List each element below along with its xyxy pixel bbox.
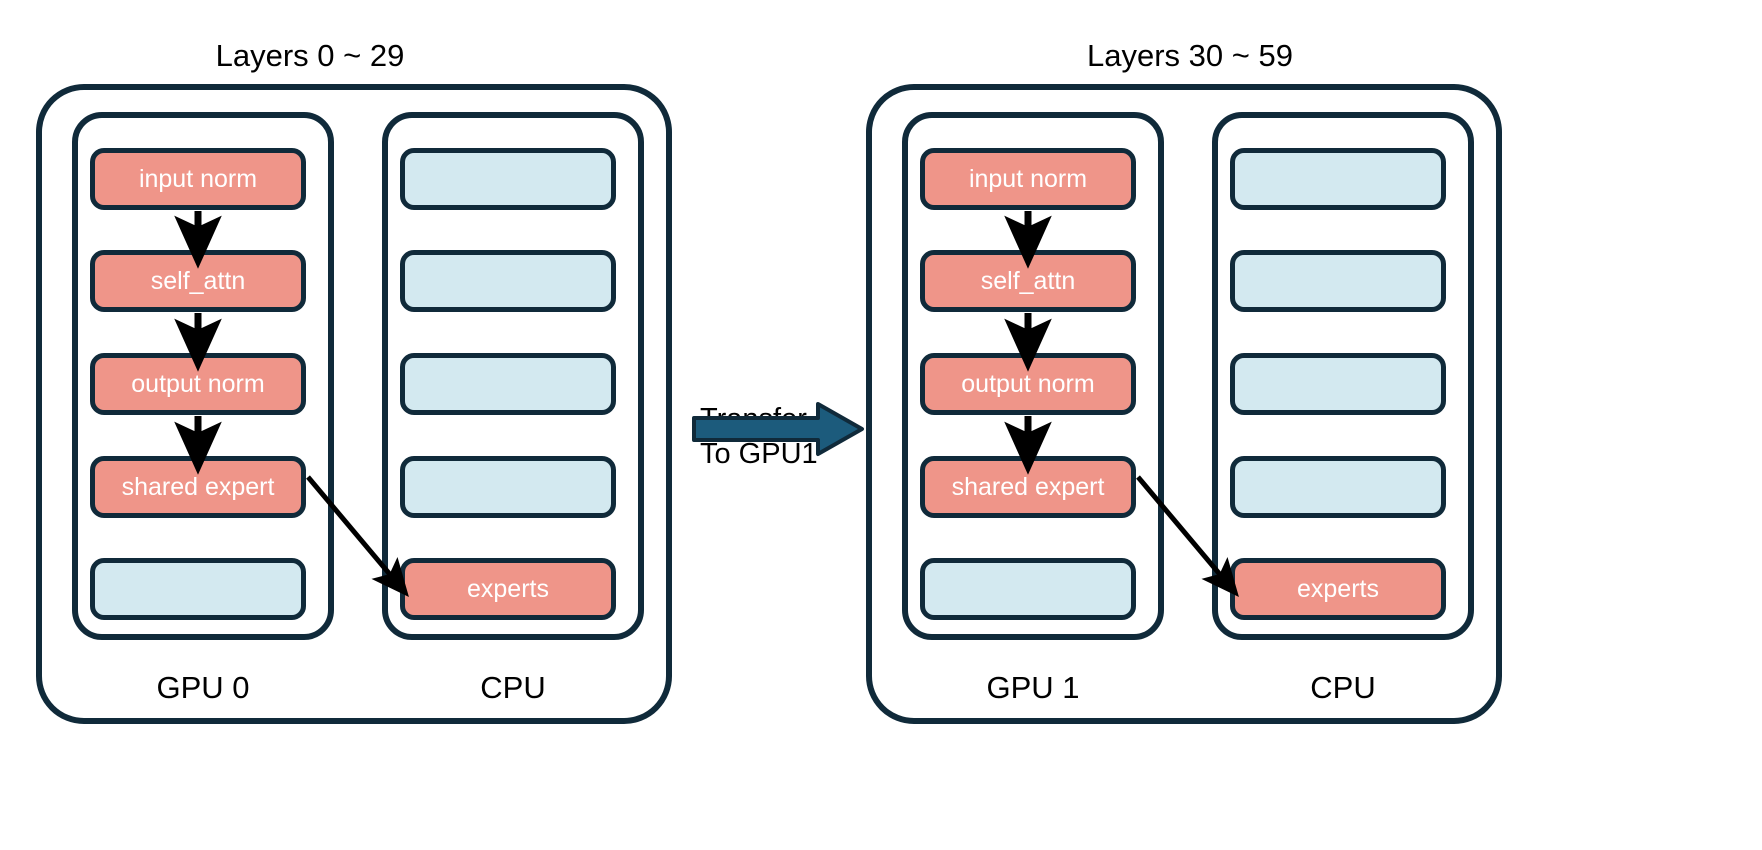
block-input-norm-gpu1[interactable]: input norm bbox=[920, 148, 1136, 210]
transfer-arrow-caption: Transfer To GPU1 bbox=[700, 403, 818, 471]
block-idle-cpu1-2[interactable] bbox=[1230, 250, 1446, 312]
block-idle-gpu1-5[interactable] bbox=[920, 558, 1136, 620]
block-shared-expert-gpu0[interactable]: shared expert bbox=[90, 456, 306, 518]
block-idle-cpu1-3[interactable] bbox=[1230, 353, 1446, 415]
block-idle-cpu0-2[interactable] bbox=[400, 250, 616, 312]
block-input-norm-gpu0[interactable]: input norm bbox=[90, 148, 306, 210]
block-experts-cpu0[interactable]: experts bbox=[400, 558, 616, 620]
block-shared-expert-gpu1[interactable]: shared expert bbox=[920, 456, 1136, 518]
device-label-cpu0: CPU bbox=[480, 670, 546, 705]
block-idle-cpu0-1[interactable] bbox=[400, 148, 616, 210]
block-self-attn-gpu0[interactable]: self_attn bbox=[90, 250, 306, 312]
group-title-left: Layers 0 ~ 29 bbox=[215, 38, 405, 73]
device-label-cpu1: CPU bbox=[1310, 670, 1376, 705]
block-output-norm-gpu0[interactable]: output norm bbox=[90, 353, 306, 415]
group-title-right: Layers 30 ~ 59 bbox=[1087, 38, 1293, 73]
block-idle-cpu1-4[interactable] bbox=[1230, 456, 1446, 518]
device-label-gpu1: GPU 1 bbox=[986, 670, 1080, 705]
block-idle-gpu0-5[interactable] bbox=[90, 558, 306, 620]
block-experts-cpu1[interactable]: experts bbox=[1230, 558, 1446, 620]
block-output-norm-gpu1[interactable]: output norm bbox=[920, 353, 1136, 415]
block-idle-cpu0-3[interactable] bbox=[400, 353, 616, 415]
device-label-gpu0: GPU 0 bbox=[156, 670, 250, 705]
block-idle-cpu1-1[interactable] bbox=[1230, 148, 1446, 210]
block-self-attn-gpu1[interactable]: self_attn bbox=[920, 250, 1136, 312]
block-idle-cpu0-4[interactable] bbox=[400, 456, 616, 518]
